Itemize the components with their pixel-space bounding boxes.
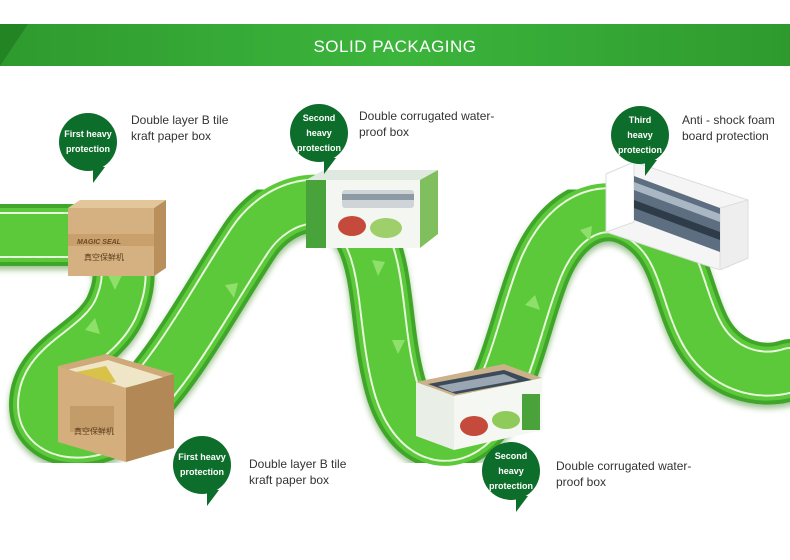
step-badge-first: First heavy protection [59,113,117,183]
caption-line: proof box [556,475,607,489]
foam-wrapped-machine-icon [605,161,749,270]
step-caption-third: Anti - shock foam board protection [682,112,775,144]
banner-corner-shape [0,24,28,66]
road-arrow [225,283,238,298]
road-arrow [108,275,122,290]
caption-line: Double corrugated water- [556,459,692,473]
step-badge-third: Third heavy protection [611,106,669,176]
step-caption-second-bottom: Double corrugated water- proof box [556,458,691,490]
caption-line: Anti - shock foam [682,113,775,127]
road-arrow [580,226,592,241]
caption-line: proof box [359,125,410,139]
step-caption-first: Double layer B tile kraft paper box [131,112,228,144]
road-arrow [525,295,540,310]
caption-line: kraft paper box [131,129,212,143]
caption-line: kraft paper box [249,473,330,487]
caption-line: Double layer B tile [249,457,347,471]
step-badge-second: Second heavy protection [290,104,348,174]
step-caption-first-bottom: Double layer B tile kraft paper box [249,456,346,488]
retail-box-icon [306,170,438,248]
caption-line: board protection [682,129,769,143]
road-arrow [85,318,100,334]
kraft-box-open-icon: 真空保鲜机 [58,354,174,462]
road-arrow [372,260,385,276]
banner: SOLID PACKAGING [0,24,790,66]
step-badge-first-bottom: First heavy protection [173,436,231,506]
svg-text:真空保鲜机: 真空保鲜机 [84,252,124,262]
step-badge-second-bottom: Second heavy protection [482,442,540,512]
caption-line: Double corrugated water- [359,109,495,123]
banner-title: SOLID PACKAGING [313,37,477,56]
kraft-box-closed-icon: MAGIC SEAL 真空保鲜机 [68,200,166,276]
step-caption-second: Double corrugated water- proof box [359,108,494,140]
caption-line: Double layer B tile [131,113,229,127]
road-arrows [85,226,592,354]
box-brand-label: MAGIC SEAL [77,239,121,246]
road-arrow [392,340,405,354]
svg-text:真空保鲜机: 真空保鲜机 [74,426,114,436]
open-retail-box-icon [416,364,542,450]
